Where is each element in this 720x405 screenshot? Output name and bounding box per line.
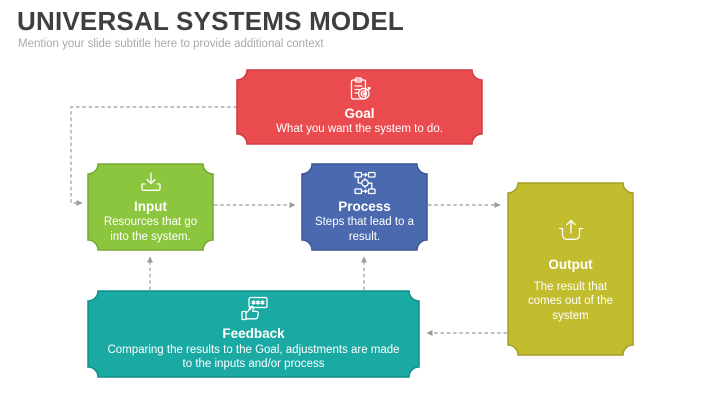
- feedback-description: Comparing the results to the Goal, adjus…: [107, 343, 400, 371]
- goal-box-shape: [236, 69, 483, 145]
- input-box: Input Resources that go into the system.: [87, 163, 214, 251]
- goal-box: Goal What you want the system to do.: [236, 69, 483, 145]
- page-subtitle: Mention your slide subtitle here to prov…: [18, 38, 324, 50]
- process-description: Steps that lead to a result.: [314, 216, 415, 243]
- goal-label: Goal: [344, 105, 375, 121]
- input-label: Input: [134, 198, 167, 214]
- download-tray-icon: [140, 171, 161, 191]
- output-label: Output: [548, 257, 593, 273]
- process-box: Process Steps that lead to a result.: [301, 163, 428, 251]
- feedback-box: Feedback Comparing the results to the Go…: [87, 290, 420, 378]
- upload-tray-icon: [558, 220, 583, 241]
- process-label: Process: [338, 198, 391, 214]
- output-box-shape: [507, 182, 634, 356]
- clipboard-target-icon: [350, 77, 370, 100]
- output-description: The result that comes out of the system: [527, 280, 614, 323]
- page-title: UNIVERSAL SYSTEMS MODEL: [17, 6, 404, 36]
- output-box: Output The result that comes out of the …: [507, 182, 634, 356]
- feedback-label: Feedback: [222, 326, 285, 342]
- feedback-stars-icon: [240, 296, 268, 321]
- process-box-shape: [301, 163, 428, 251]
- input-description: Resources that go into the system.: [103, 216, 198, 243]
- goal-description: What you want the system to do.: [276, 123, 443, 136]
- workflow-gear-icon: [353, 171, 376, 194]
- feedback-box-shape: [87, 290, 420, 378]
- input-box-shape: [87, 163, 214, 251]
